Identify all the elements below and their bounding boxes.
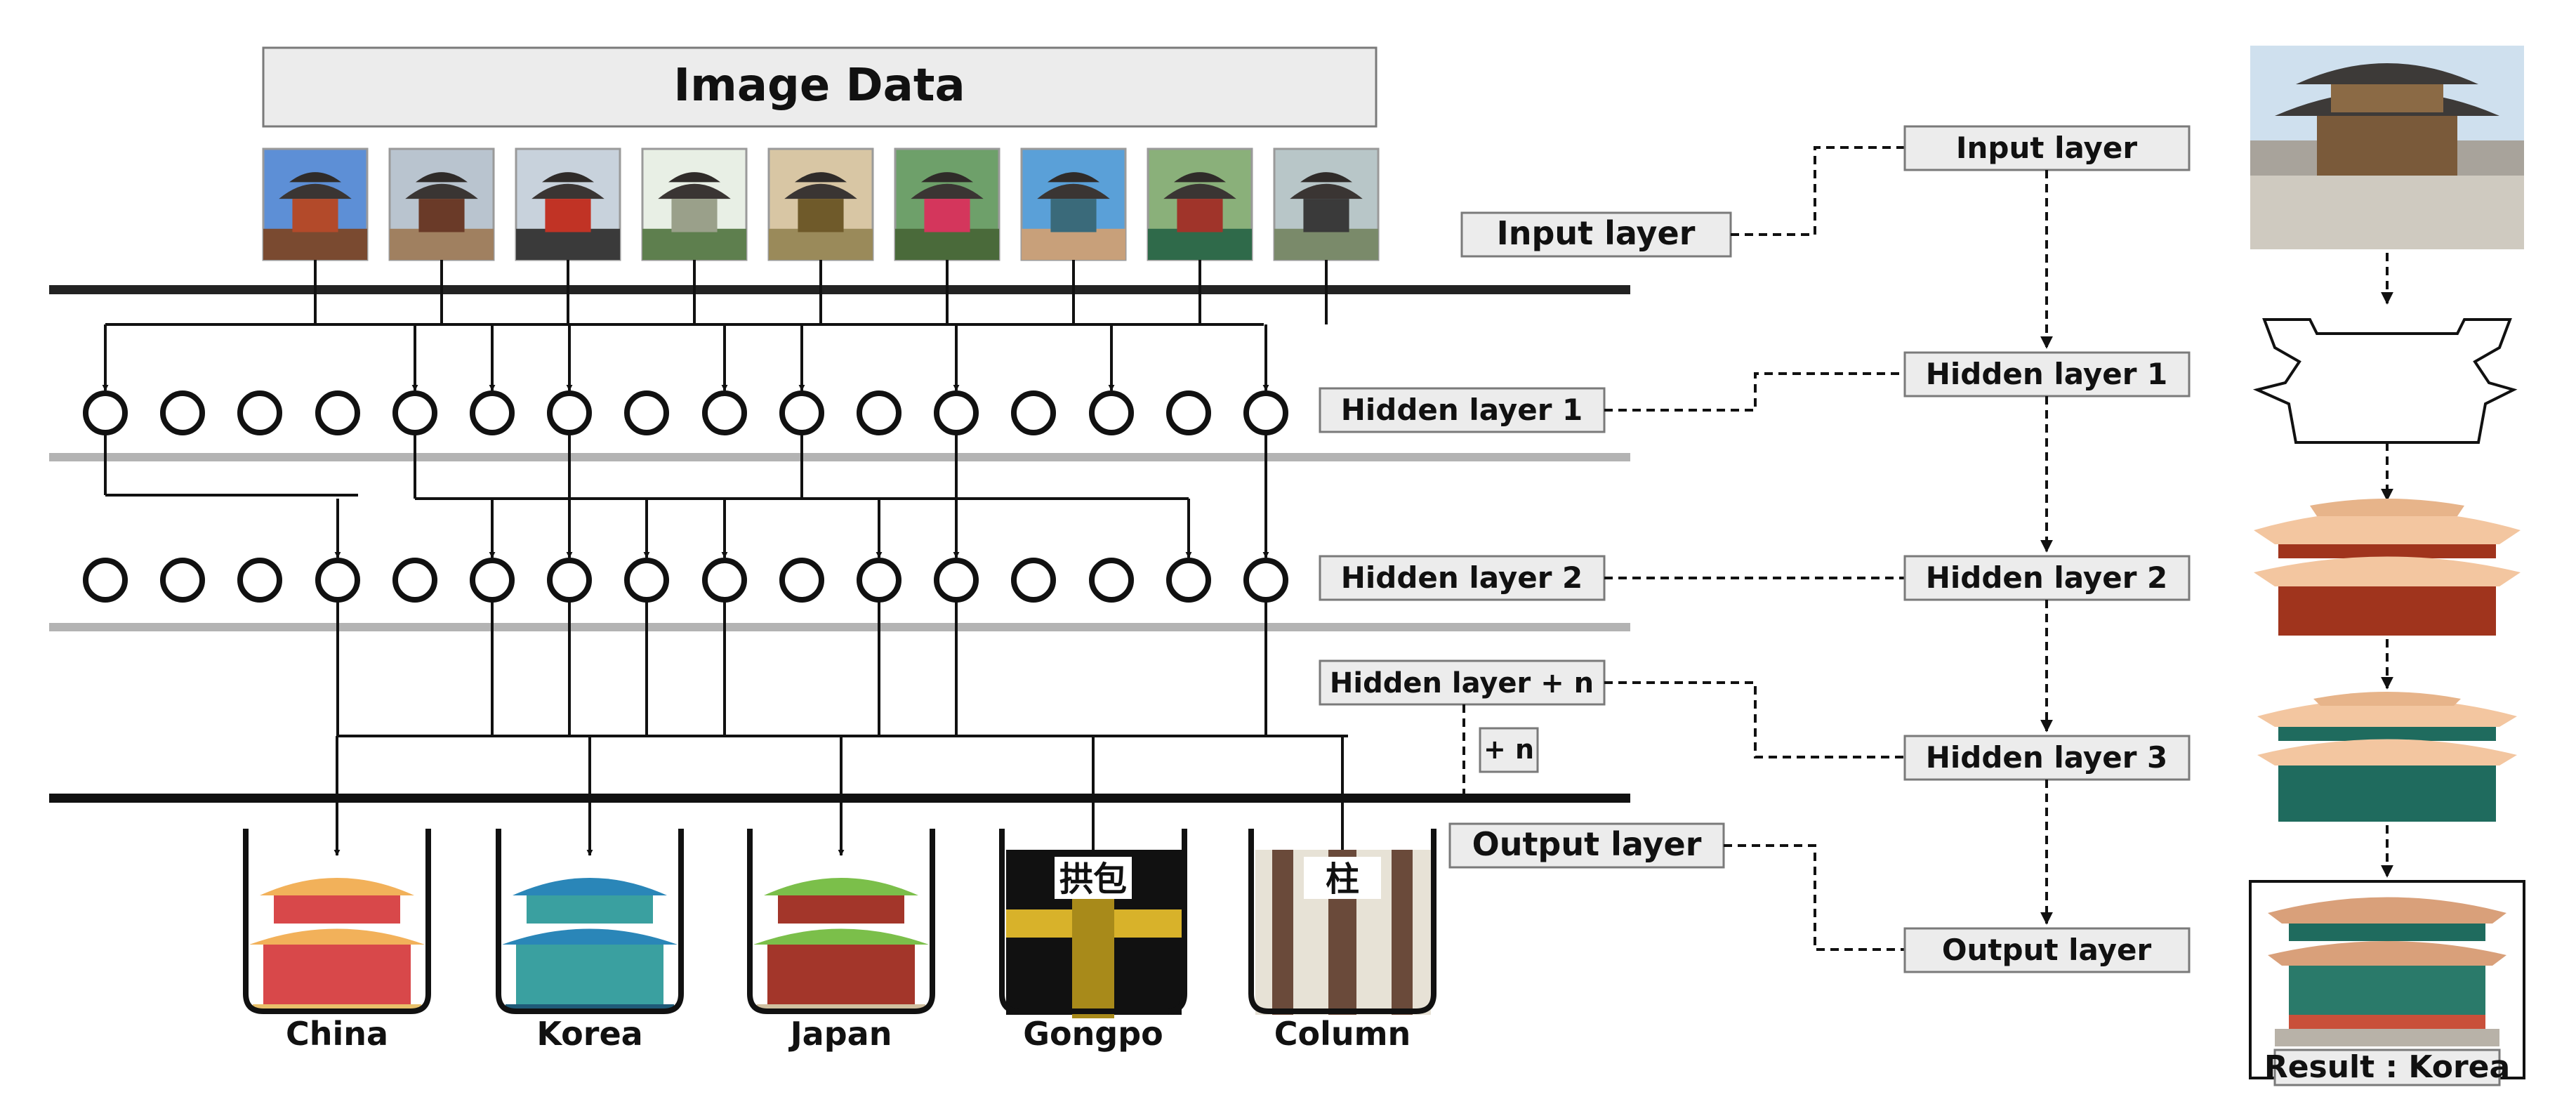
output-bin-korea: Korea [496,829,684,1053]
image-data-header: Image Data [262,46,1378,128]
bin-overlay-label: 柱 [1326,860,1359,899]
thumbnail-image [1273,147,1380,261]
neuron [83,558,128,603]
result-label: Result : Korea [2264,1049,2510,1085]
palace-outline [2252,318,2518,444]
hidden2-bar [49,623,1630,631]
neuron [702,558,747,603]
neuron [547,558,592,603]
neuron [1243,390,1288,435]
neuron [160,558,205,603]
neuron [779,558,824,603]
svg-text:Hidden layer 1: Hidden layer 1 [1926,357,2168,391]
thumbnail-image [894,147,1000,261]
neuron [1166,558,1211,603]
result-box: Result : Korea [2249,880,2525,1086]
output-bins: China Korea Japan 拱包 Gongpo 柱 Column [243,829,1436,1053]
pipeline-hidden1: Hidden layer 1 [1903,351,2191,397]
palace-roof-icon [2254,499,2521,636]
output-bin-column: 柱 Column [1248,829,1436,1053]
neuron [857,390,901,435]
pipeline-hidden2: Hidden layer 2 [1903,555,2191,601]
pipeline-column: Input layer Hidden layer 1 Hidden layer … [1903,125,2191,973]
svg-text:Hidden layer 3: Hidden layer 3 [1926,740,2168,775]
thumbnail-image [767,147,874,261]
left-output-label: Output layer [1448,822,1725,869]
neuron [702,390,747,435]
neuron [470,558,515,603]
thumbnail-image [1147,147,1253,261]
neuron [779,390,824,435]
neuron [1243,558,1288,603]
neuron [237,390,282,435]
left-hidden-n-label: Hidden layer + n [1319,659,1606,706]
thumbnail-image [641,147,748,261]
neuron [624,390,669,435]
output-bin-japan: Japan [747,829,935,1053]
svg-text:Input layer: Input layer [1956,131,2138,165]
pipeline-input: Input layer [1903,125,2191,171]
thumbnail-image [515,147,621,261]
neuron [624,558,669,603]
neuron [315,390,360,435]
svg-text:Hidden layer 2: Hidden layer 2 [1926,560,2168,595]
output-class-label: Korea [536,1015,642,1053]
svg-text:Hidden layer + n: Hidden layer + n [1330,667,1594,699]
bin-overlay-label: 拱包 [1059,860,1127,899]
neuron [470,390,515,435]
pipeline-output: Output layer [1903,927,2191,973]
hidden-layer-1-nodes [83,390,1288,435]
output-bin-china: China [243,829,431,1053]
neuron [1089,558,1134,603]
neuron [315,558,360,603]
left-hidden1-label: Hidden layer 1 [1319,387,1606,433]
left-input-label: Input layer [1460,211,1732,258]
output-class-label: Japan [788,1015,892,1053]
neuron [857,558,901,603]
svg-text:Input layer: Input layer [1497,214,1696,252]
pipeline-hidden3: Hidden layer 3 [1903,735,2191,781]
palace-colored-icon [2257,692,2517,822]
plus-n-label: + n [1479,727,1539,773]
hidden1-bar [49,453,1630,461]
neuron [1011,558,1056,603]
svg-text:+ n: + n [1484,734,1534,765]
output-class-label: Gongpo [1023,1015,1163,1053]
output-class-label: Column [1274,1015,1411,1053]
palace-photo [2250,46,2524,249]
neuron [934,390,979,435]
neuron [392,390,437,435]
network-connections [102,260,1348,856]
input-thumbnails [262,147,1380,261]
neuron [160,390,205,435]
svg-text:Output layer: Output layer [1942,933,2152,967]
label-dashed-links [1462,146,1905,951]
neuron [392,558,437,603]
svg-text:Hidden layer 1: Hidden layer 1 [1341,393,1583,427]
neuron [934,558,979,603]
thumbnail-image [1020,147,1127,261]
hidden-layer-2-nodes [83,558,1288,603]
input-bar [49,285,1630,294]
neuron [1166,390,1211,435]
neuron [83,390,128,435]
neuron [237,558,282,603]
output-bin-gongpo: 拱包 Gongpo [999,829,1187,1053]
output-class-label: China [286,1015,388,1053]
neuron [547,390,592,435]
svg-text:Hidden layer 2: Hidden layer 2 [1341,560,1583,595]
thumbnail-image [388,147,495,261]
thumbnail-image [262,147,369,261]
neuron [1011,390,1056,435]
neuron [1089,390,1134,435]
svg-text:Output layer: Output layer [1472,825,1702,863]
left-hidden2-label: Hidden layer 2 [1319,555,1606,601]
image-data-title: Image Data [673,60,965,112]
